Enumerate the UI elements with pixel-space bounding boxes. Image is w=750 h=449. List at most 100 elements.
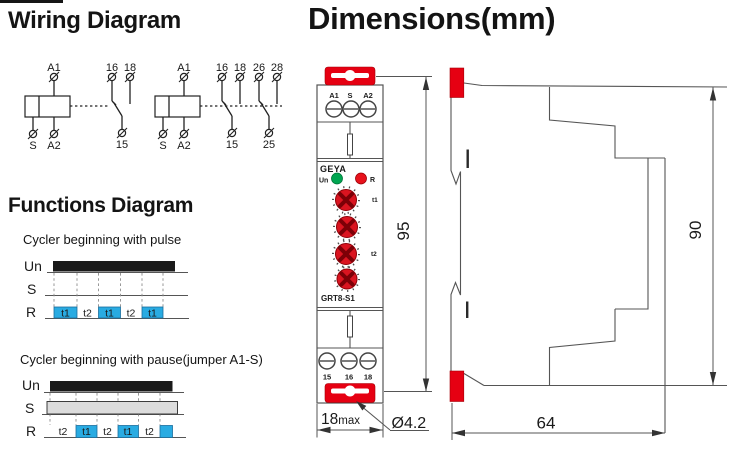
dial-t1-label: t1 bbox=[372, 197, 378, 204]
chart1-seg1-label: t1 bbox=[61, 308, 70, 320]
relay2-terminal-15-icon bbox=[226, 127, 238, 139]
relay1-a2-label: A2 bbox=[47, 140, 60, 152]
dial-t2-label: t2 bbox=[371, 251, 377, 258]
relay1-terminal-a1-icon bbox=[48, 71, 60, 83]
relay1-a1-label: A1 bbox=[47, 62, 60, 74]
chart1-grid-dashes bbox=[53, 273, 164, 307]
chart2-s-control-bar bbox=[46, 401, 178, 415]
relay1-terminal-s-icon bbox=[27, 128, 39, 140]
relay2-contact-arm-1 bbox=[223, 102, 233, 117]
chart2-seg4-label: t1 bbox=[124, 426, 133, 438]
dim-18max: 18max bbox=[316, 404, 384, 438]
svg-text:18max: 18max bbox=[321, 411, 360, 428]
relay2-terminal-28-icon bbox=[271, 71, 283, 83]
led-un-label: Un bbox=[319, 178, 328, 185]
wiring-relay1: A1 S A2 16 18 15 bbox=[24, 62, 136, 152]
relay2-coil bbox=[154, 95, 201, 118]
relay2-terminal-s-icon bbox=[157, 128, 169, 140]
chart1-row-r-label: R bbox=[26, 304, 36, 320]
chart1-output-pulses bbox=[53, 306, 164, 319]
relay1-coil bbox=[24, 95, 71, 118]
device-terminal-15-label: 15 bbox=[323, 373, 331, 382]
dim-90: 90 bbox=[686, 87, 717, 386]
dial-t1-range-knob[interactable] bbox=[332, 186, 360, 214]
chart1-row-un-label: Un bbox=[24, 258, 42, 274]
dial-t1-fine-knob[interactable] bbox=[333, 213, 361, 241]
relay2-terminal-25-icon bbox=[263, 127, 275, 139]
dim-64-value: 64 bbox=[537, 414, 556, 433]
side-clip-top bbox=[449, 67, 465, 98]
dim-18-value: 18 bbox=[321, 411, 338, 428]
relay-led-red bbox=[355, 172, 367, 185]
page-edge-strip bbox=[0, 0, 63, 3]
relay2-c28-label: 28 bbox=[271, 62, 283, 74]
dimensions-title: Dimensions(mm) bbox=[308, 1, 556, 36]
chart2-seg1-label: t2 bbox=[59, 426, 68, 438]
relay2-c25-label: 25 bbox=[263, 139, 275, 151]
top-screw-terminals[interactable] bbox=[325, 100, 377, 118]
dim-hole-value: Ø4.2 bbox=[392, 415, 427, 432]
relay2-c16-label: 16 bbox=[216, 62, 228, 74]
chart1-seg2-label: t2 bbox=[83, 308, 92, 320]
dim-95: 95 bbox=[376, 76, 432, 392]
chart2-row-r-label: R bbox=[26, 423, 36, 439]
led-r-label: R bbox=[370, 177, 375, 184]
timing-chart-pause: Un S R t2 t1 t2 t1 t2 bbox=[22, 377, 186, 439]
dimensions-drawing: A1 S A2 GEYA Un R t1 bbox=[316, 66, 728, 440]
relay2-c18-label: 18 bbox=[234, 62, 246, 74]
din-clip-bottom bbox=[324, 383, 376, 403]
dim-64: 64 bbox=[451, 403, 665, 440]
relay2-terminal-16-icon bbox=[216, 71, 228, 83]
side-rail-edge bbox=[450, 97, 462, 371]
wiring-relay2: A1 S A2 16 18 15 26 bbox=[154, 62, 283, 152]
dial-t2-range-knob[interactable] bbox=[332, 240, 360, 268]
wiring-diagram: A1 S A2 16 18 15 bbox=[24, 62, 283, 152]
side-slot-top bbox=[466, 149, 469, 168]
brand-logo: GEYA bbox=[320, 164, 346, 174]
bottom-screw-terminals[interactable] bbox=[318, 352, 377, 370]
timing-chart-pulse: Un S R t1 t2 t1 t2 t1 bbox=[24, 258, 189, 320]
chart2-seg5-label: t2 bbox=[145, 426, 154, 438]
relay2-a1-label: A1 bbox=[177, 62, 190, 74]
relay2-c26-label: 26 bbox=[253, 62, 265, 74]
chart2-caption: Cycler beginning with pause(jumper A1-S) bbox=[20, 352, 263, 367]
relay1-terminal-15-icon bbox=[116, 127, 128, 139]
functions-diagram-title: Functions Diagram bbox=[8, 194, 194, 217]
power-led-green bbox=[331, 172, 343, 185]
device-side-view bbox=[449, 67, 728, 433]
relay1-terminal-18-icon bbox=[124, 71, 136, 83]
side-slot-bottom bbox=[466, 301, 469, 318]
relay2-terminal-26-icon bbox=[253, 71, 265, 83]
upper-latch-slot bbox=[347, 133, 353, 156]
relay2-s-label: S bbox=[159, 140, 166, 152]
chart2-row-s-label: S bbox=[25, 400, 34, 416]
relay1-contact-arm bbox=[113, 102, 123, 117]
dim-95-value: 95 bbox=[394, 222, 413, 241]
callout-hole-diameter: Ø4.2 bbox=[356, 401, 429, 432]
relay1-c16-label: 16 bbox=[106, 62, 118, 74]
relay2-c15-label: 15 bbox=[226, 139, 238, 151]
device-terminal-a2-label: A2 bbox=[363, 91, 373, 100]
relay2-terminal-a2-icon bbox=[178, 128, 190, 140]
chart2-seg3-label: t2 bbox=[103, 426, 112, 438]
chart1-row-s-label: S bbox=[27, 281, 36, 297]
relay1-s-label: S bbox=[29, 140, 36, 152]
side-clip-bottom bbox=[449, 370, 465, 402]
relay2-terminal-18-icon bbox=[234, 71, 246, 83]
relay1-terminal-16-icon bbox=[106, 71, 118, 83]
dial-t2-fine-knob[interactable] bbox=[334, 266, 360, 292]
relay1-c18-label: 18 bbox=[124, 62, 136, 74]
relay2-a2-label: A2 bbox=[177, 140, 190, 152]
device-terminal-18-label: 18 bbox=[364, 373, 372, 382]
relay2-terminal-a1-icon bbox=[178, 71, 190, 83]
din-clip-top bbox=[324, 66, 376, 86]
device-terminal-a1-label: A1 bbox=[329, 91, 339, 100]
chart2-row-un-label: Un bbox=[22, 377, 40, 393]
chart1-seg4-label: t2 bbox=[127, 308, 136, 320]
chart1-seg5-label: t1 bbox=[148, 308, 157, 320]
chart2-seg2-label: t1 bbox=[82, 426, 91, 438]
relay2-contact-arm-2 bbox=[260, 102, 270, 117]
dim-max-unit: max bbox=[338, 415, 360, 427]
relay1-terminal-a2-icon bbox=[48, 128, 60, 140]
